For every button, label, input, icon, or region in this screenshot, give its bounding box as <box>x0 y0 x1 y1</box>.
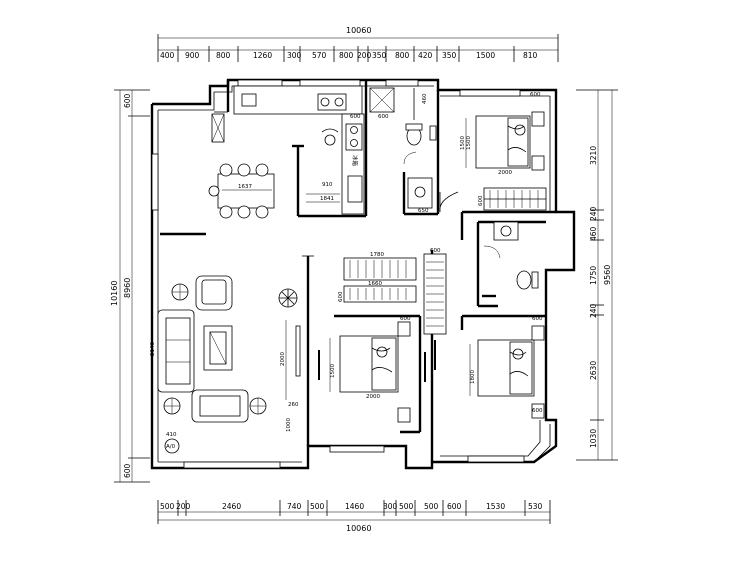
bath-dim: 650 <box>418 208 429 214</box>
bottom-seg-dim: 500 <box>310 502 325 511</box>
north-marker-icon: A/0 <box>164 438 180 454</box>
bedroom-top-right: 1500 2000 600 600 <box>439 92 547 213</box>
bottom-seg-dim: 300 <box>383 502 398 511</box>
kitchen: 冰箱 910 1841 600 <box>211 85 365 215</box>
top-seg-dim: 900 <box>185 51 200 60</box>
bathroom-2 <box>483 221 539 290</box>
bottom-dimension-chain: 500 200 2460 740 500 1460 300 500 500 60… <box>157 500 551 533</box>
closet-dim: 1660 <box>368 281 382 287</box>
top-seg-dim: 1260 <box>253 51 272 60</box>
fridge-label: 冰箱 <box>351 155 359 167</box>
sink-icon <box>317 93 347 111</box>
top-seg-dim: 800 <box>216 51 231 60</box>
bed-dim: 1800 <box>470 370 476 384</box>
toilet-icon <box>516 270 539 290</box>
bottom-seg-dim: 600 <box>447 502 462 511</box>
right-seg-dim: 240 <box>589 206 598 221</box>
top-seg-dim: 800 <box>395 51 410 60</box>
bottom-seg-dim: 1460 <box>345 502 364 511</box>
bottom-seg-dim: 530 <box>528 502 543 511</box>
dining-dim: 1637 <box>238 184 252 190</box>
stove-icon <box>345 123 363 151</box>
left-seg-dim: 600 <box>123 463 132 478</box>
closet-dim: 600 <box>430 248 441 254</box>
top-seg-dim: 1500 <box>476 51 495 60</box>
right-seg-dim: 1030 <box>589 429 598 448</box>
bed-dim: 1500 <box>466 136 472 150</box>
tv-wall-dim: 260 <box>288 402 299 408</box>
bed-dim: 600 <box>530 92 541 98</box>
washbasin-icon <box>407 177 433 209</box>
tv-wall-dim: 2000 <box>280 352 286 366</box>
bathroom-1: 600 460 650 <box>369 87 437 214</box>
windows <box>151 79 525 469</box>
bath-dim: 460 <box>422 93 428 104</box>
bed-dim: 2000 <box>498 170 512 176</box>
sofa-icon <box>157 309 195 393</box>
top-seg-dim: 570 <box>312 51 327 60</box>
bed-dim: 600 <box>532 316 543 322</box>
bottom-seg-dim: 740 <box>287 502 302 511</box>
left-dimension-chain: 600 600 8960 10160 <box>110 89 150 483</box>
bedroom-middle: 1500 2000 600 <box>318 316 426 423</box>
bottom-seg-dim: 500 <box>399 502 414 511</box>
living-dim: 2140 <box>150 342 156 356</box>
closet-dim: 600 <box>338 291 344 302</box>
bottom-seg-dim: 500 <box>424 502 439 511</box>
coffee-table-icon <box>203 325 233 371</box>
top-total-dim: 10060 <box>346 26 371 35</box>
north-label: A/0 <box>166 444 176 450</box>
corner-dim: 410 <box>166 432 177 438</box>
bed-dim: 600 <box>400 316 411 322</box>
toilet-icon <box>405 123 423 146</box>
closet-dim: 1780 <box>370 252 384 258</box>
walk-in-closet: 1780 1660 600 600 <box>338 248 447 335</box>
kitchen-dim: 1841 <box>320 196 334 202</box>
bottom-total-dim: 10060 <box>346 524 371 533</box>
top-seg-dim: 350 <box>442 51 457 60</box>
right-seg-dim: 240 <box>589 303 598 318</box>
bottom-seg-dim: 500 <box>160 502 175 511</box>
tv-wall-dim: 1000 <box>286 418 292 432</box>
bottom-seg-dim: 1530 <box>486 502 505 511</box>
wardrobe-dim: 600 <box>478 195 484 206</box>
chef-icon <box>321 128 339 146</box>
living-room: 2140 2000 260 1000 A/0 410 <box>150 275 301 454</box>
bottom-seg-dim: 200 <box>176 502 191 511</box>
right-dimension-chain: 3210 240 460 1750 240 2630 1030 9560 <box>576 89 618 461</box>
kitchen-dim: 600 <box>350 114 361 120</box>
top-seg-dim: 200 <box>357 51 372 60</box>
right-seg-dim: 2630 <box>589 361 598 380</box>
right-seg-dim: 1750 <box>589 266 598 285</box>
left-outer-dim: 10160 <box>110 281 119 306</box>
plant-icon <box>278 288 298 308</box>
wall-dim: 1500 <box>460 136 466 150</box>
kitchen-dim: 910 <box>322 182 333 188</box>
top-seg-dim: 350 <box>372 51 387 60</box>
bed-dim: 2000 <box>366 394 380 400</box>
armchair-icon <box>163 389 267 423</box>
washbasin-icon <box>493 221 519 241</box>
top-dimension-chain: 10060 400 900 800 1260 300 570 800 200 3… <box>157 26 559 62</box>
left-seg-dim: 600 <box>123 93 132 108</box>
right-seg-dim: 460 <box>589 226 598 241</box>
corner-dim: 600 <box>532 408 543 414</box>
wardrobe-icon <box>483 187 547 211</box>
top-seg-dim: 800 <box>339 51 354 60</box>
armchair-icon <box>171 275 233 311</box>
right-seg-dim: 3210 <box>589 146 598 165</box>
left-inner-dim: 8960 <box>123 278 132 298</box>
dining-table: 1637 <box>208 163 275 219</box>
top-seg-dim: 420 <box>418 51 433 60</box>
bed-dim: 1500 <box>330 364 336 378</box>
bath-dim: 600 <box>378 114 389 120</box>
right-outer-dim: 9560 <box>603 265 612 285</box>
top-seg-dim: 810 <box>523 51 538 60</box>
bottom-seg-dim: 2460 <box>222 502 241 511</box>
top-seg-dim: 400 <box>160 51 175 60</box>
top-seg-dim: 300 <box>287 51 302 60</box>
bedroom-bottom-right: 1800 600 <box>434 316 545 419</box>
